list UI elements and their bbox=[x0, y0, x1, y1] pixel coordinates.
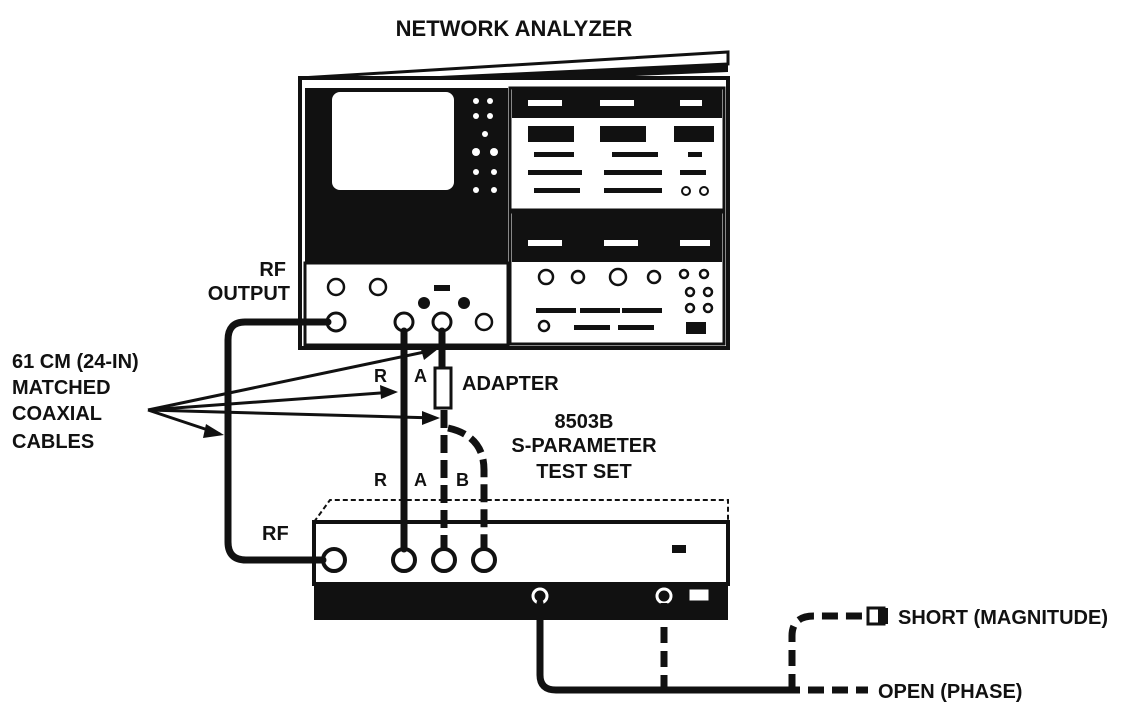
cables-label-line2: MATCHED bbox=[12, 377, 111, 399]
test-set-indicator bbox=[672, 545, 686, 553]
rf-cable bbox=[224, 318, 332, 564]
b-cable bbox=[447, 424, 488, 549]
test-set-switch bbox=[689, 589, 709, 601]
short-cap bbox=[878, 608, 888, 624]
lower-module-header bbox=[512, 212, 722, 262]
lower-module-knobs bbox=[537, 267, 714, 333]
short-label: SHORT (MAGNITUDE) bbox=[898, 607, 1108, 629]
test-set-port-a bbox=[431, 547, 457, 573]
open-label: OPEN (PHASE) bbox=[878, 681, 1022, 702]
panel-jacks bbox=[418, 285, 470, 309]
lower-module-bars bbox=[536, 308, 706, 334]
test-set-ports bbox=[321, 547, 497, 573]
channel-r-lower-label: R bbox=[374, 470, 387, 490]
test-set-rf-label: RF bbox=[262, 523, 289, 545]
callout-arrowheads bbox=[203, 346, 440, 438]
channel-a-lower-label: A bbox=[414, 470, 427, 490]
cables-label-line4: CABLES bbox=[12, 431, 94, 453]
callout-lines bbox=[147, 348, 437, 436]
test-set-label-line1: 8503B bbox=[555, 411, 614, 433]
upper-module-keys bbox=[528, 126, 714, 193]
analyzer-title: NETWORK ANALYZER bbox=[396, 16, 633, 41]
cables-label-line3: COAXIAL bbox=[12, 403, 102, 425]
test-set-top bbox=[312, 499, 729, 523]
test-set-front bbox=[312, 520, 730, 586]
short-cable-upper bbox=[788, 612, 868, 690]
channel-r-upper-label: R bbox=[374, 366, 387, 386]
cables-label-line1: 61 CM (24-IN) bbox=[12, 351, 139, 373]
adapter-label: ADAPTER bbox=[462, 373, 559, 395]
test-set-label-line2: S-PARAMETER bbox=[511, 435, 657, 457]
channel-a-upper-label: A bbox=[414, 366, 427, 386]
upper-module-knobs bbox=[681, 186, 709, 196]
test-set bbox=[312, 499, 730, 620]
crt-screen bbox=[332, 92, 454, 190]
rf-output-label-line1: RF bbox=[259, 259, 286, 281]
display-controls bbox=[472, 98, 498, 193]
short-cable-lower bbox=[536, 599, 788, 694]
lower-module-slots bbox=[528, 240, 710, 246]
channel-b-label: B bbox=[456, 470, 469, 490]
network-analyzer bbox=[297, 50, 730, 350]
test-set-port-b bbox=[471, 547, 497, 573]
panel-knobs bbox=[326, 277, 494, 332]
cables bbox=[224, 318, 868, 694]
upper-module-slots bbox=[528, 100, 702, 106]
adapter bbox=[433, 366, 453, 410]
test-set-label-line3: TEST SET bbox=[536, 461, 632, 483]
rf-output-label-line2: OUTPUT bbox=[208, 283, 290, 305]
